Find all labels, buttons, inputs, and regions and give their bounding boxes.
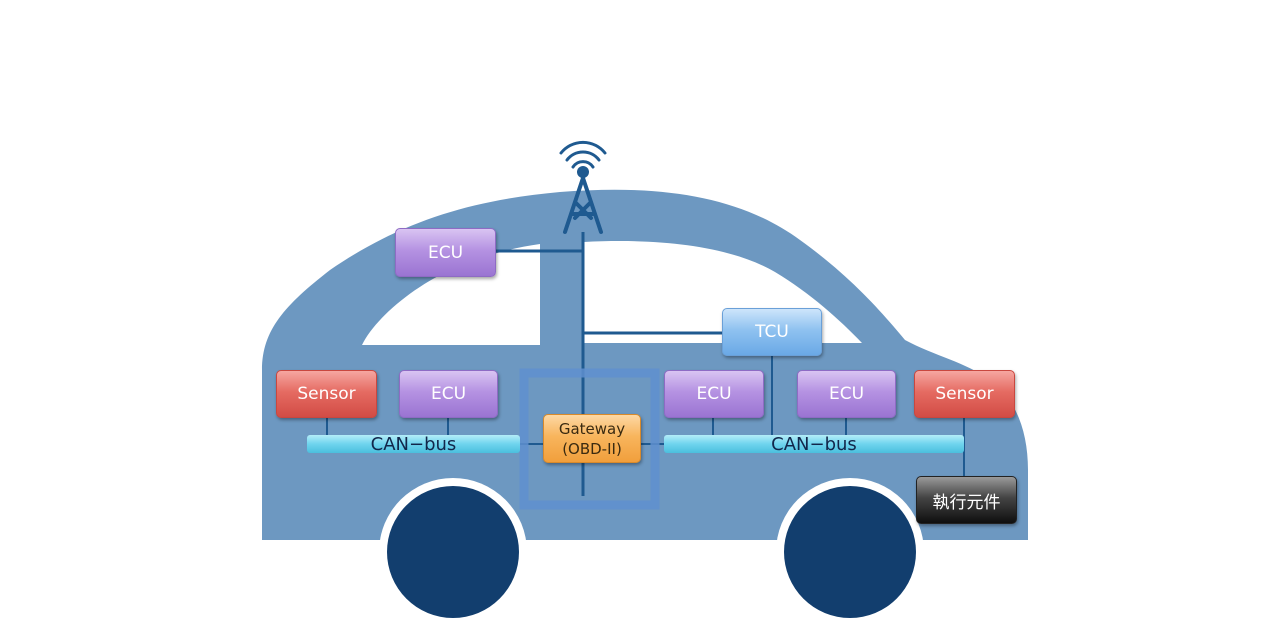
sensor-left-node: Sensor [276,370,377,418]
can-bus-right-label: CAN−bus [771,433,857,455]
sensor-left-label: Sensor [297,384,356,404]
tcu-node: TCU [722,308,822,356]
gateway-label-line1: Gateway [558,419,626,438]
ecu-left-label: ECU [430,384,467,404]
gateway-label-line2: (OBD-II) [562,439,622,458]
ecu-top-label: ECU [427,242,464,263]
gateway-frame [519,368,660,510]
sensor-right-node: Sensor [914,370,1015,418]
ecu-right-label: ECU [828,384,865,404]
can-bus-right: CAN−bus [664,433,964,455]
can-bus-left: CAN−bus [307,433,520,455]
ecu-right-node: ECU [797,370,896,418]
front-wheel [784,486,916,618]
sensor-right-label: Sensor [935,384,994,404]
can-bus-left-label: CAN−bus [370,433,457,455]
ecu-left-node: ECU [399,370,498,418]
tcu-label: TCU [755,322,789,342]
actuator-label: 執行元件 [932,492,1001,513]
ecu-mid-label: ECU [696,384,732,404]
actuator-node: 執行元件 [916,476,1017,524]
ground-mask [0,620,1270,640]
rear-wheel [387,486,519,618]
gateway-node: Gateway (OBD-II) [543,414,641,463]
ecu-mid-node: ECU [664,370,764,418]
ecu-top-node: ECU [395,228,496,277]
antenna-icon [559,140,607,234]
